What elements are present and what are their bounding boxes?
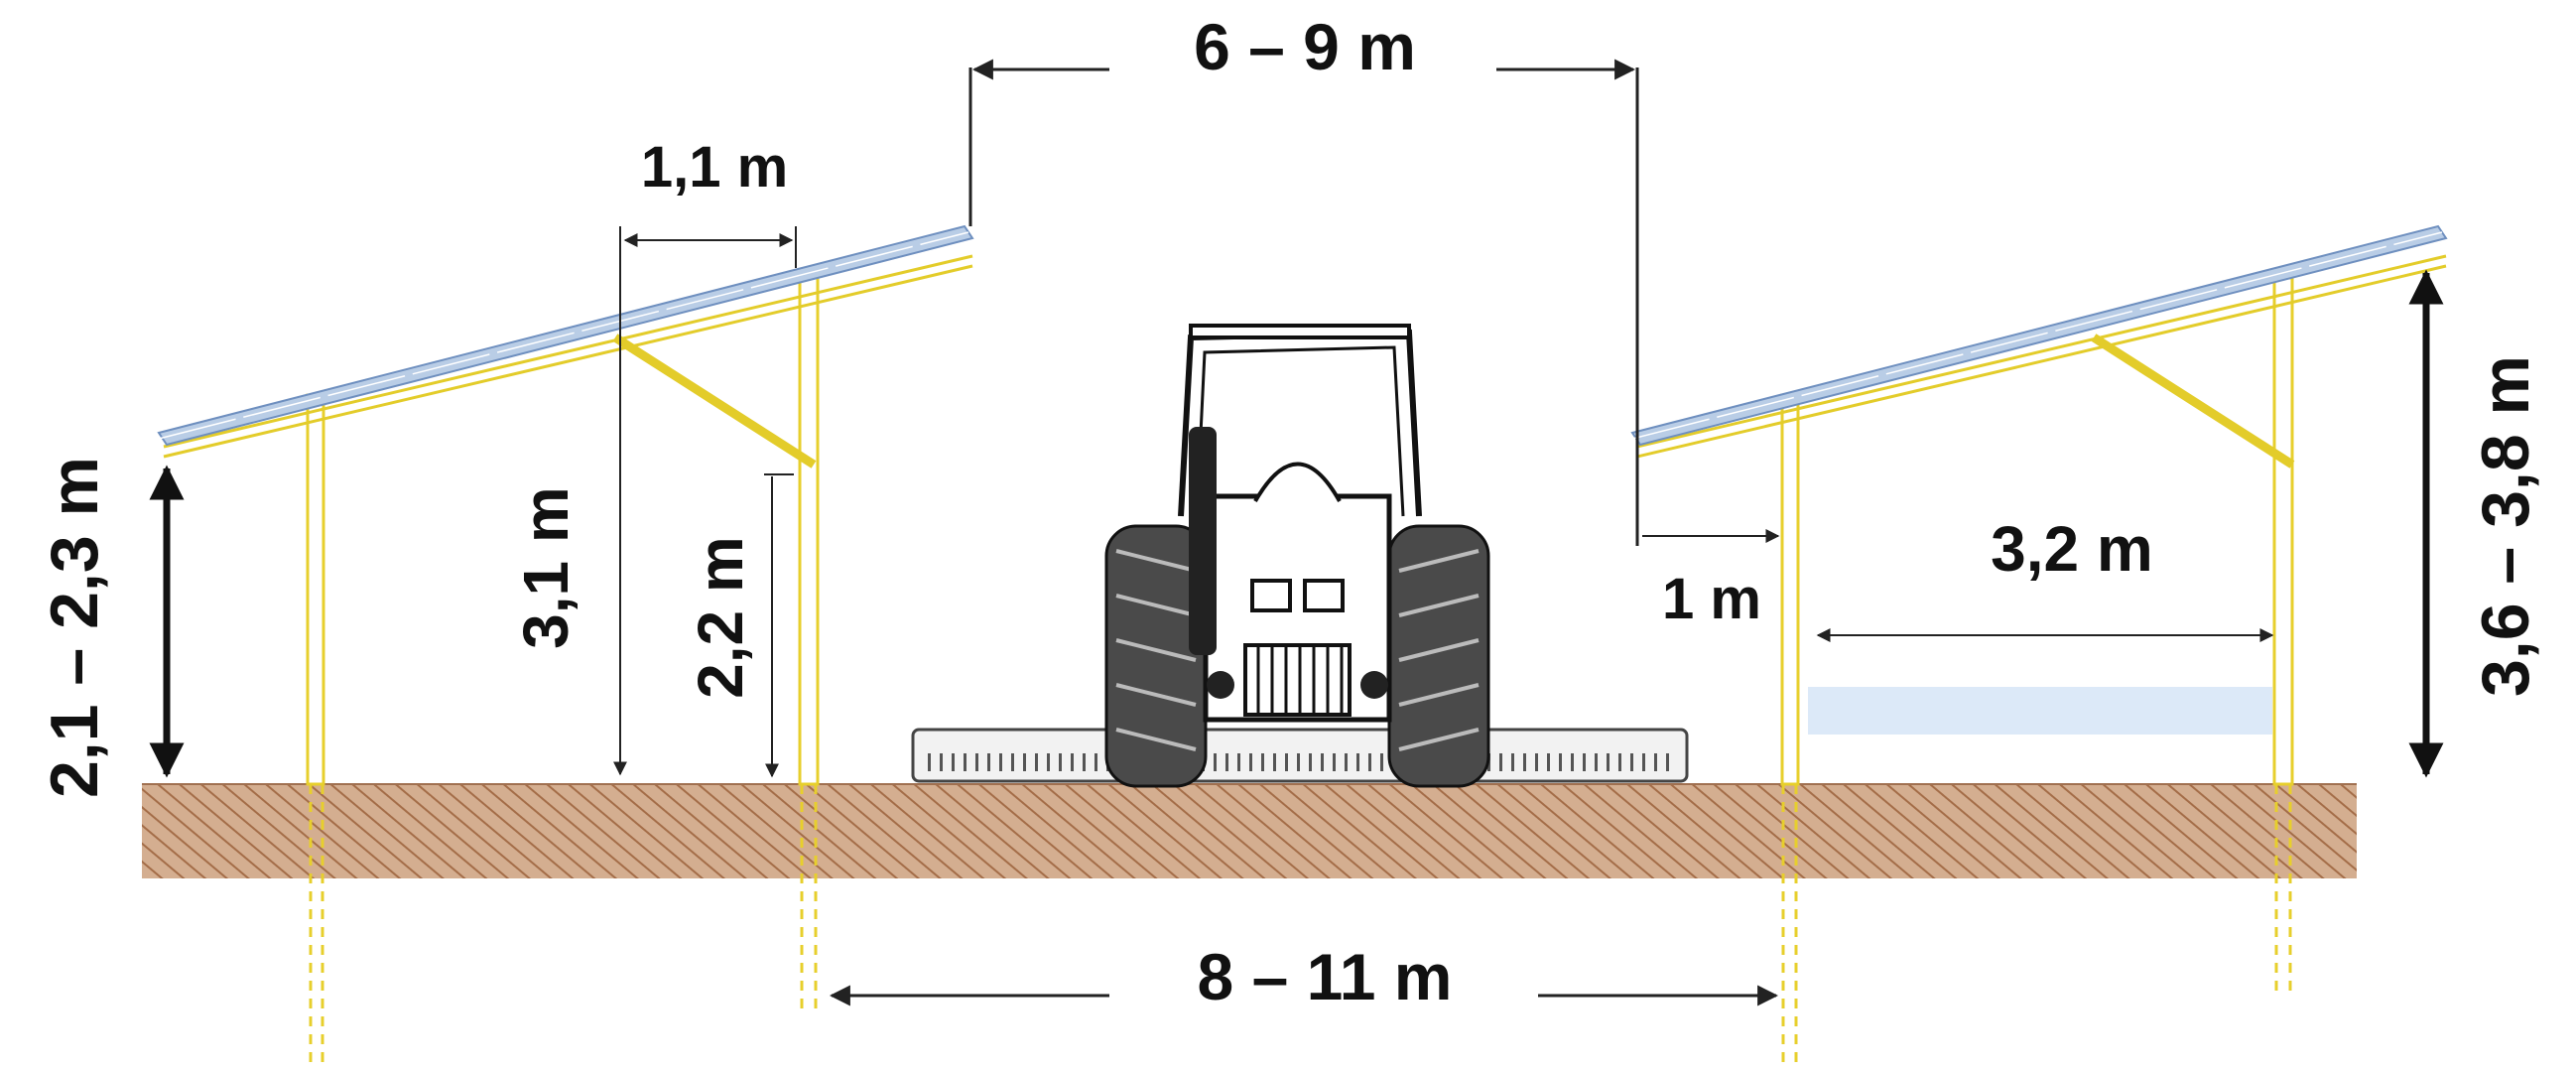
- soil-layer: [142, 784, 2357, 878]
- diagonal-brace-right: [2091, 334, 2295, 469]
- label-row-gap: 6 – 9 m: [1194, 10, 1416, 83]
- dimension-labels: 6 – 9 m 1,1 m 3,1 m 2,2 m 2,1 – 2,3 m 3,…: [37, 10, 2543, 1013]
- radiator-grille: [1243, 643, 1352, 717]
- grille-bars: [1256, 647, 1344, 713]
- rafter-right-lower: [1636, 264, 2447, 459]
- hub-right: [1360, 671, 1388, 699]
- crop-shade-band: [1808, 687, 2272, 735]
- label-low-edge-height: 2,1 – 2,3 m: [37, 457, 112, 798]
- rafter-left-lower: [163, 264, 973, 459]
- hood: [1253, 462, 1342, 502]
- rafter-left: [163, 254, 973, 449]
- panel-joints-left: [158, 231, 969, 440]
- tractor-icon: [911, 324, 1689, 788]
- headlight-right: [1303, 579, 1345, 612]
- panel-joints-right: [1631, 231, 2443, 440]
- label-high-edge-height: 3,6 – 3,8 m: [2468, 355, 2543, 697]
- label-inner-clearance: 2,2 m: [685, 536, 756, 699]
- ground: [142, 783, 2357, 878]
- label-panel-width: 1,1 m: [641, 135, 788, 200]
- tyre-tread-right: [1398, 549, 1480, 751]
- tyre-tread-left: [1115, 549, 1197, 751]
- rafter-right: [1636, 254, 2447, 449]
- hub-left: [1207, 671, 1234, 699]
- pv-structure-right: [1630, 224, 2448, 786]
- label-post-spacing: 8 – 11 m: [1198, 940, 1453, 1013]
- roof: [1189, 324, 1411, 339]
- label-strut-height: 3,1 m: [510, 486, 581, 649]
- diagonal-brace-left: [612, 334, 817, 469]
- label-span: 3,2 m: [1991, 513, 2153, 585]
- exhaust-pipe: [1189, 427, 1217, 655]
- pv-structure-left: [157, 224, 974, 786]
- post-left-rear: [798, 276, 820, 786]
- post-right-front: [1780, 393, 1800, 786]
- dimension-lines: [149, 59, 2444, 1006]
- label-overhang: 1 m: [1662, 567, 1761, 631]
- headlight-left: [1250, 579, 1292, 612]
- foundations: [309, 784, 2292, 1067]
- post-left-front: [306, 393, 325, 786]
- post-right-rear: [2272, 276, 2294, 786]
